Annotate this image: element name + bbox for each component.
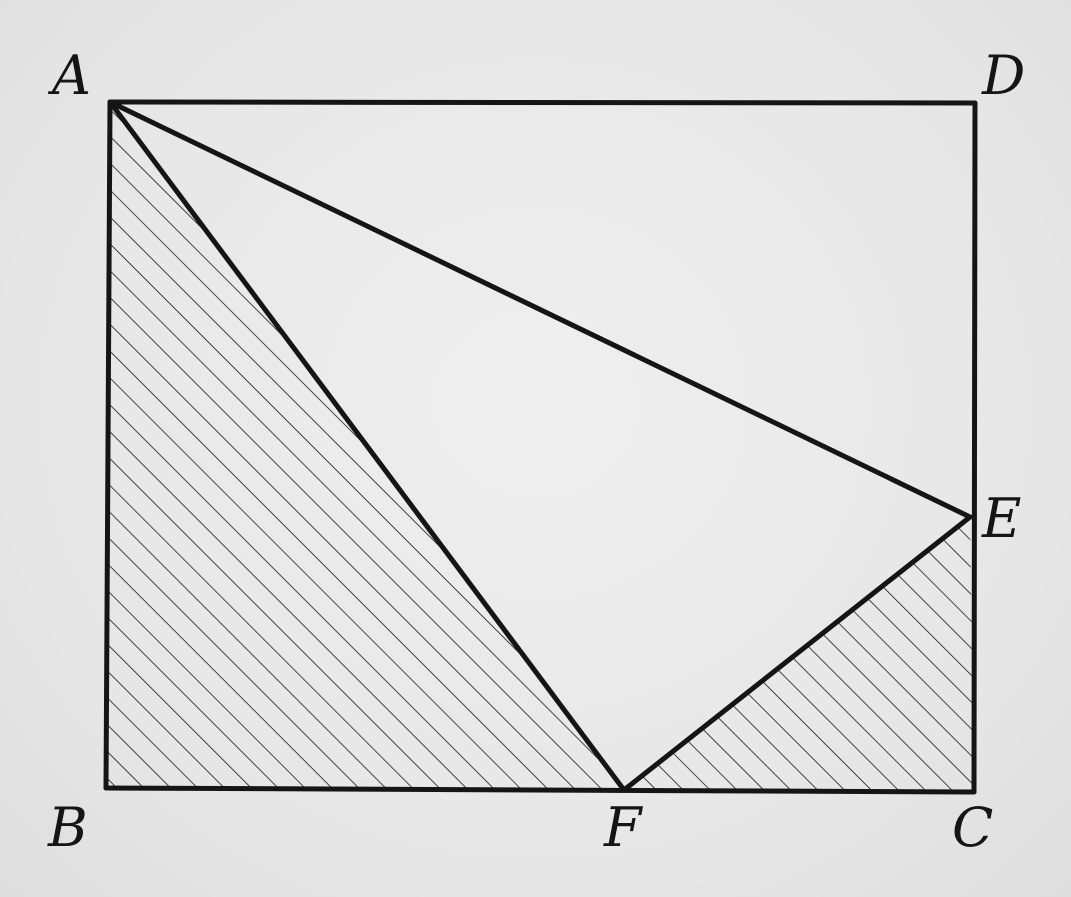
segment-AE [107,99,973,520]
segment-DC [971,100,978,795]
vertex-label-E: E [981,487,1021,550]
segment-AD [107,99,978,106]
vertex-label-C: C [952,796,993,859]
vertex-label-D: D [981,44,1025,107]
segment-AF [107,99,627,793]
segment-EF [621,514,973,793]
vertex-label-F: F [603,796,644,859]
segment-CB [103,785,977,795]
vertex-label-A: A [47,44,91,107]
segment-BA [103,99,113,791]
vertex-label-B: B [47,796,88,859]
